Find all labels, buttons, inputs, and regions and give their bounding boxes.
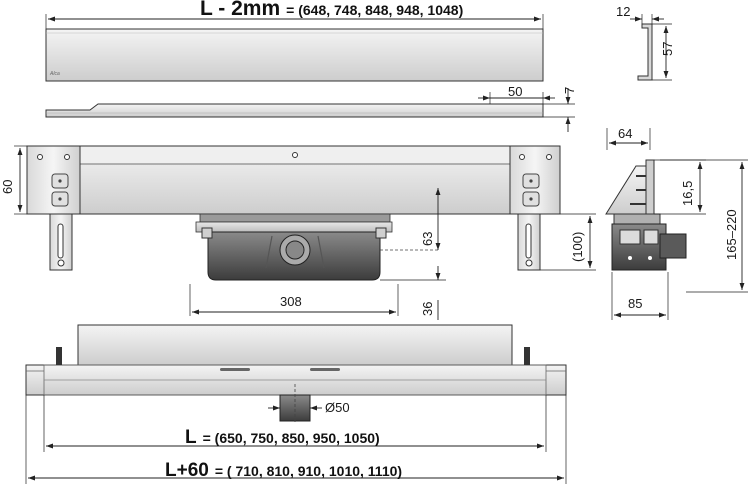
plan-cover (77, 324, 513, 366)
dim-165-220-label: 165–220 (724, 209, 739, 260)
cover-plate-view: L - 2mm= (648, 748, 848, 948, 1048) Alca… (45, 0, 577, 132)
dim-57-label: 57 (660, 42, 675, 56)
channel-side-section: 64 16,5 165–220 85 (605, 126, 748, 320)
channel-plan-view: Ø50 L= (650, 750, 850, 950, 1050) L+60= … (25, 324, 567, 484)
dim-64-label: 64 (618, 126, 632, 141)
dim-308-label: 308 (280, 294, 302, 309)
overall-length-label: L+60= ( 710, 810, 910, 1010, 1110) (165, 460, 402, 481)
plan-outlet (279, 394, 311, 422)
cover-side-profile: 12 57 (616, 4, 675, 81)
dim-12-label: 12 (616, 4, 630, 19)
dim-85-label: 85 (628, 296, 642, 311)
channel-length-label: L= (650, 750, 850, 950, 1050) (185, 427, 380, 448)
cover-length-label: L - 2mm= (648, 748, 848, 948, 1048) (200, 0, 463, 20)
brand-logo: Alca (49, 71, 60, 77)
dim-16-5-label: 16,5 (680, 181, 695, 206)
channel-front-view: 60 63 36 (100) 308 (0, 145, 596, 320)
cover-profile (45, 103, 544, 118)
dim-63-label: 63 (420, 232, 435, 246)
cover-plate (45, 28, 544, 82)
dim-60-label: 60 (0, 180, 15, 194)
dim-7-label: 7 (562, 87, 577, 94)
dim-50-label: 50 (508, 84, 522, 99)
dim-36-label: 36 (420, 302, 435, 316)
dim-100-label: (100) (570, 232, 585, 262)
dim-d50-label: Ø50 (325, 400, 350, 415)
